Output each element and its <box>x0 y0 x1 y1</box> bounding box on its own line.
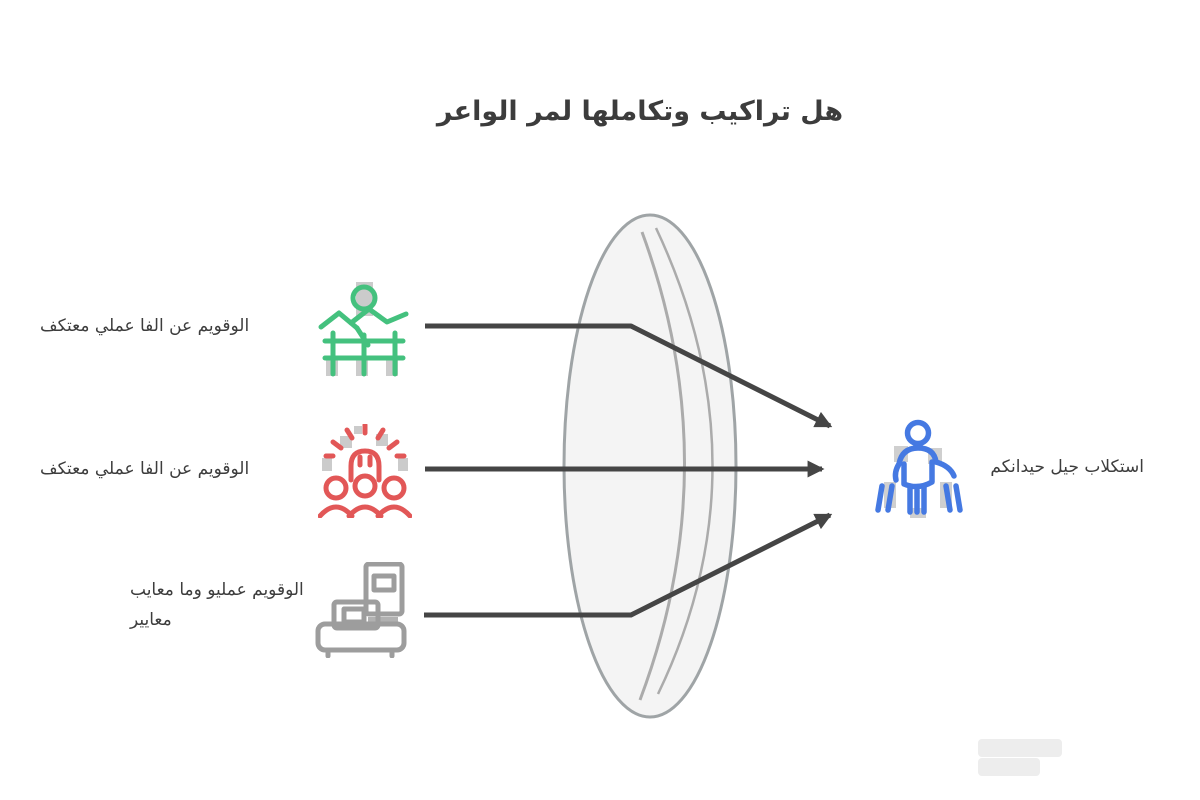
input-3-label: الوقويم عمليو وما معايب معايير <box>130 575 312 635</box>
buildings-icon <box>315 562 407 658</box>
diagram-title: هل تراكيب وتكاملها لمر الواعر <box>436 96 844 127</box>
connector-bottom-ray <box>424 512 833 618</box>
lens-shape <box>562 213 738 719</box>
input-2-label: الوقويم عن الفا عملي معتكف <box>40 459 250 479</box>
watermark-block-2 <box>978 758 1040 776</box>
lens-inner-arc-2 <box>654 227 714 695</box>
input-1-label: الوقويم عن الفا عملي معتكف <box>40 316 250 336</box>
watermark-block-1 <box>978 739 1062 757</box>
connector-top-ray <box>425 323 833 429</box>
walking-person-icon <box>875 419 963 518</box>
watermark <box>978 739 1148 776</box>
leader-fence-icon <box>318 282 409 377</box>
crowd-sun-icon <box>318 424 412 518</box>
input-3-label-line1: الوقويم عمليو وما معايب <box>130 580 304 600</box>
output-label: استكلاب جيل حيدانكم <box>990 457 1144 477</box>
input-3-label-line2: معايير <box>130 610 172 630</box>
lens-inner-arc-1 <box>638 231 686 701</box>
